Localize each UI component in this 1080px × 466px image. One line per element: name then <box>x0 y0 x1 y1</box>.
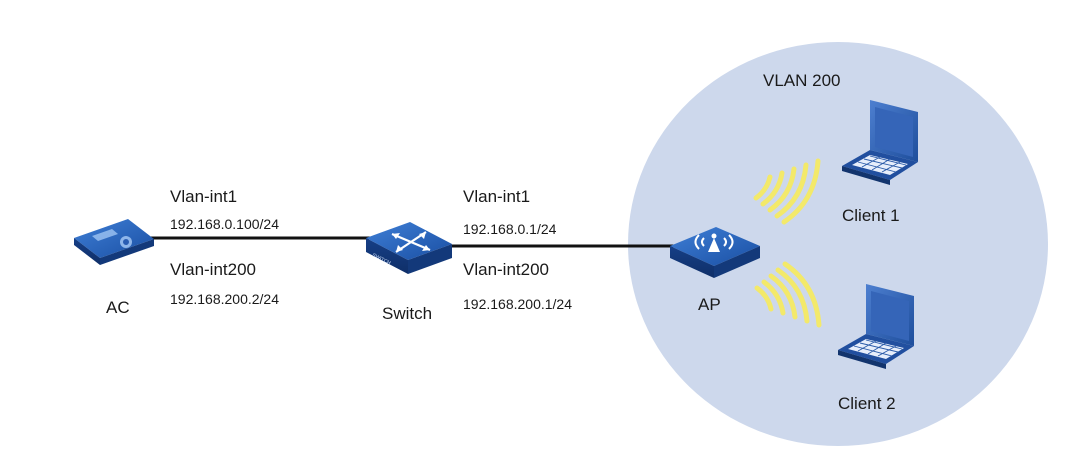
access-point-icon[interactable] <box>670 227 760 278</box>
ac-vlan-int200-label: Vlan-int200 <box>170 260 257 279</box>
switch-vlan-int200-ip: 192.168.200.1/24 <box>463 296 572 312</box>
client-1-label: Client 1 <box>842 206 900 225</box>
ac-vlan-int1-label: Vlan-int1 <box>170 187 238 206</box>
client-2-label: Client 2 <box>838 394 896 413</box>
switch-label: Switch <box>382 304 433 323</box>
laptop-icon[interactable] <box>842 100 918 185</box>
ac-label: AC <box>106 298 130 317</box>
wireless-signal-icon <box>753 158 821 225</box>
ap-label: AP <box>698 295 721 314</box>
wireless-controller-icon[interactable] <box>74 219 154 265</box>
switch-vlan-int1-label: Vlan-int1 <box>463 187 531 206</box>
ac-vlan-int1-ip: 192.168.0.100/24 <box>170 216 279 232</box>
vlan-200-label: VLAN 200 <box>763 71 841 90</box>
switch-vlan-int200-label: Vlan-int200 <box>463 260 550 279</box>
switch-icon[interactable]: SWITCH <box>366 222 452 274</box>
ac-vlan-int200-ip: 192.168.200.2/24 <box>170 291 279 307</box>
switch-vlan-int1-ip: 192.168.0.1/24 <box>463 221 557 237</box>
laptop-icon[interactable] <box>838 284 914 369</box>
vlan-200-zone <box>628 42 1048 446</box>
wireless-signal-icon <box>754 261 822 328</box>
